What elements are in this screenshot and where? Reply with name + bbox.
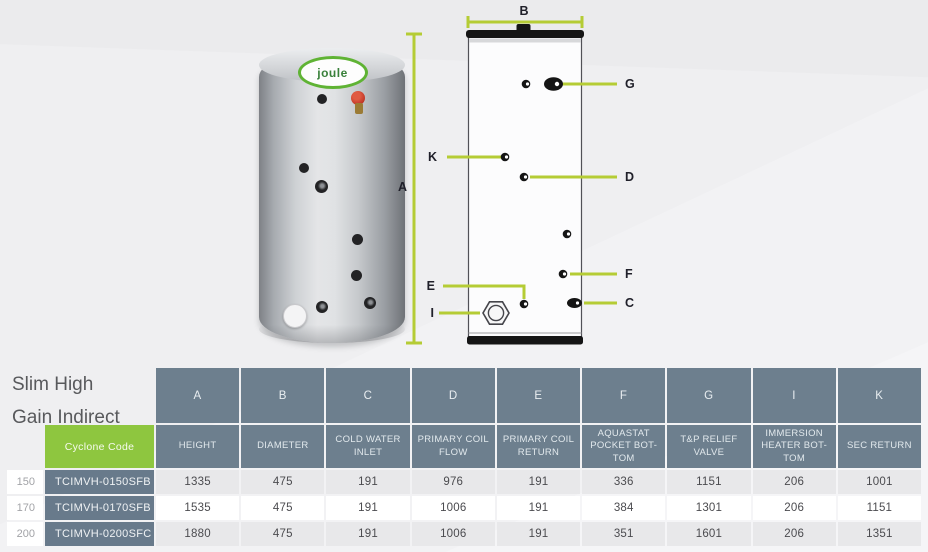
leader-e [443,284,526,299]
table-cell: 336 [582,470,666,494]
table-cell: 475 [241,496,325,520]
column-name-tp-relief-valve: T&P RELIEF VALVE [667,425,751,468]
table-cell: 475 [241,522,325,546]
table-cell: 206 [752,522,836,546]
joule-logo-text: joule [317,65,348,80]
cyclone-code-header: Cyclone Code [45,425,154,468]
dim-label-e: E [427,279,435,293]
table-cell: 1335 [156,470,240,494]
cylinder-bottom-shade [259,315,405,343]
column-name-sec-return: SEC RETURN [837,425,921,468]
tank-connection-ports [500,77,582,309]
column-name-cold-water-inlet: COLD WATER INLET [326,425,410,468]
column-letter-e: E [496,368,581,423]
table-cell: 191 [326,522,410,546]
column-letter-f: F [582,368,666,423]
column-name-height: HEIGHT [156,425,240,468]
dim-label-i: I [431,306,434,320]
tank-port [364,297,376,309]
column-letter-k: K [837,368,921,423]
dim-label-c: C [625,296,634,310]
table-cell: 191 [496,522,581,546]
column-name-primary-coil-flow: PRIMARY COIL FLOW [411,425,495,468]
dimension-diagram: A B [398,4,635,345]
tank-port [317,94,327,104]
tank-base [467,336,583,345]
table-cell: 1535 [156,496,240,520]
row-code-170: TCIMVH-0170SFB [45,496,154,520]
dim-label-k: K [428,150,437,164]
table-cell: 1006 [411,496,495,520]
table-cell: 191 [496,496,581,520]
row-size-200: 200 [7,522,43,546]
page-title-line1: Slim High [12,374,94,395]
tank-port [351,270,362,281]
spacer [7,425,43,468]
column-letter-i: I [752,368,836,423]
cylinder-body [259,51,405,343]
dim-label-b: B [519,4,528,18]
tank-port [316,301,328,313]
row-code-150: TCIMVH-0150SFB [45,470,154,494]
spec-table: A B C D E F G I K Cyclone Code HEIGHT DI… [7,368,921,546]
column-letter-d: D [411,368,495,423]
dim-label-a: A [398,180,407,194]
table-cell: 1601 [667,522,751,546]
table-cell: 1351 [837,522,921,546]
column-letter-g: G [667,368,751,423]
table-cell: 191 [326,496,410,520]
dim-label-d: D [625,170,634,184]
dim-label-f: F [625,267,633,281]
table-cell: 475 [241,470,325,494]
table-cell: 206 [752,470,836,494]
tank-port [299,163,309,173]
column-name-diameter: DIAMETER [241,425,325,468]
page-title: Slim High Gain Indirect [12,368,157,434]
spacer [7,368,43,423]
table-cell: 1006 [411,522,495,546]
table-cell: 1301 [667,496,751,520]
immersion-heater-cap [283,304,307,328]
table-cell: 191 [326,470,410,494]
tp-relief-valve [351,91,365,105]
column-letter-c: C [326,368,410,423]
tank-port [315,180,328,193]
row-size-150: 150 [7,470,43,494]
column-name-immersion-heater-bottom: IMMERSION HEATER BOT- TOM [752,425,836,468]
dim-label-g: G [625,77,635,91]
tank-top-band [469,39,581,43]
table-cell: 384 [582,496,666,520]
table-cell: 351 [582,522,666,546]
page-title-line2: Gain Indirect [12,407,120,428]
column-name-primary-coil-return: PRIMARY COIL RETURN [496,425,581,468]
row-size-170: 170 [7,496,43,520]
table-cell: 1001 [837,470,921,494]
column-letter-a: A [156,368,240,423]
table-cell: 976 [411,470,495,494]
joule-logo: joule [297,56,368,89]
table-cell: 1151 [667,470,751,494]
table-cell: 1151 [837,496,921,520]
column-letter-b: B [241,368,325,423]
spacer [45,368,154,423]
product-photo: joule [255,45,410,350]
table-cell: 191 [496,470,581,494]
tank-cap [466,30,584,38]
tp-relief-valve-body [355,103,363,114]
row-code-200: TCIMVH-0200SFC [45,522,154,546]
tank-port [352,234,363,245]
table-cell: 206 [752,496,836,520]
table-cell: 1880 [156,522,240,546]
column-name-aquastat-pocket-bottom: AQUASTAT POCKET BOT- TOM [582,425,666,468]
immersion-boss-hexagon [482,300,510,326]
